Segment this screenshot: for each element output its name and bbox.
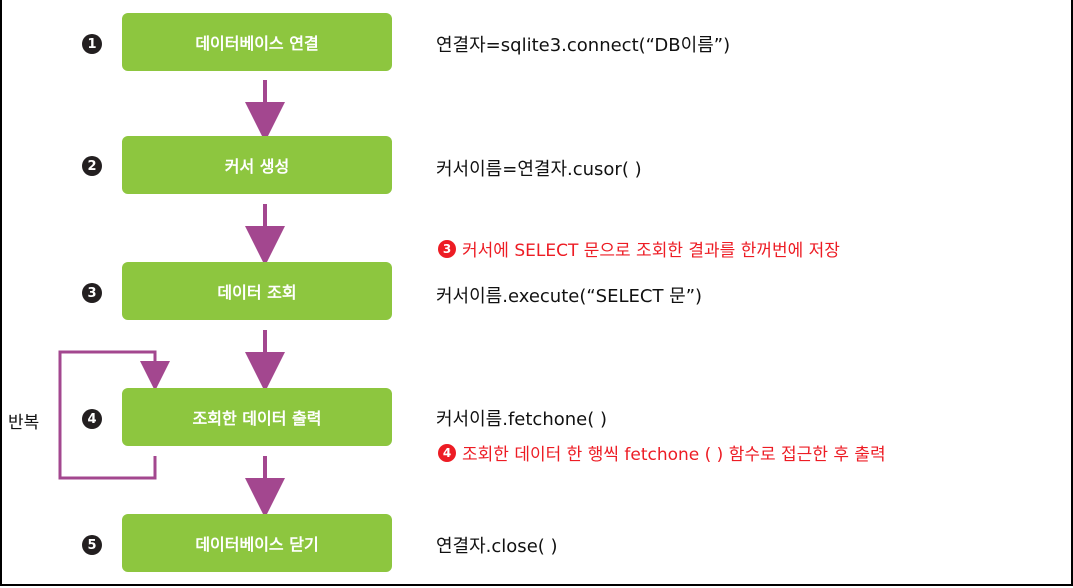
step-number-2: 2	[82, 156, 102, 176]
step-code-close: 연결자.close( )	[436, 536, 558, 557]
note-number-3: 3	[438, 239, 456, 258]
step-box-connect: 데이터베이스 연결	[122, 13, 392, 71]
note-step-3: 3 커서에 SELECT 문으로 조회한 결과를 한꺼번에 저장	[438, 236, 840, 261]
note-text-4: 조회한 데이터 한 행씩 fetchone ( ) 함수로 접근한 후 출력	[462, 445, 886, 465]
step-number-1: 1	[82, 34, 102, 54]
step-number-5: 5	[82, 535, 102, 555]
step-code-cursor: 커서이름=연결자.cusor( )	[436, 159, 642, 180]
note-step-4: 4 조회한 데이터 한 행씩 fetchone ( ) 함수로 접근한 후 출력	[438, 440, 886, 465]
repeat-label: 반복	[8, 413, 40, 433]
step-box-cursor: 커서 생성	[122, 136, 392, 194]
repeat-loop-arrow	[58, 350, 170, 480]
step-box-fetch: 조회한 데이터 출력	[122, 388, 392, 446]
step-box-close: 데이터베이스 닫기	[122, 514, 392, 572]
step-code-fetch: 커서이름.fetchone( )	[436, 409, 607, 430]
note-text-3: 커서에 SELECT 문으로 조회한 결과를 한꺼번에 저장	[462, 241, 840, 261]
step-code-query: 커서이름.execute(“SELECT 문”)	[436, 286, 703, 307]
step-number-3: 3	[82, 283, 102, 303]
step-code-connect: 연결자=sqlite3.connect(“DB이름”)	[436, 35, 731, 56]
step-box-query: 데이터 조회	[122, 262, 392, 320]
step-number-4: 4	[82, 409, 102, 429]
note-number-4: 4	[438, 443, 456, 462]
